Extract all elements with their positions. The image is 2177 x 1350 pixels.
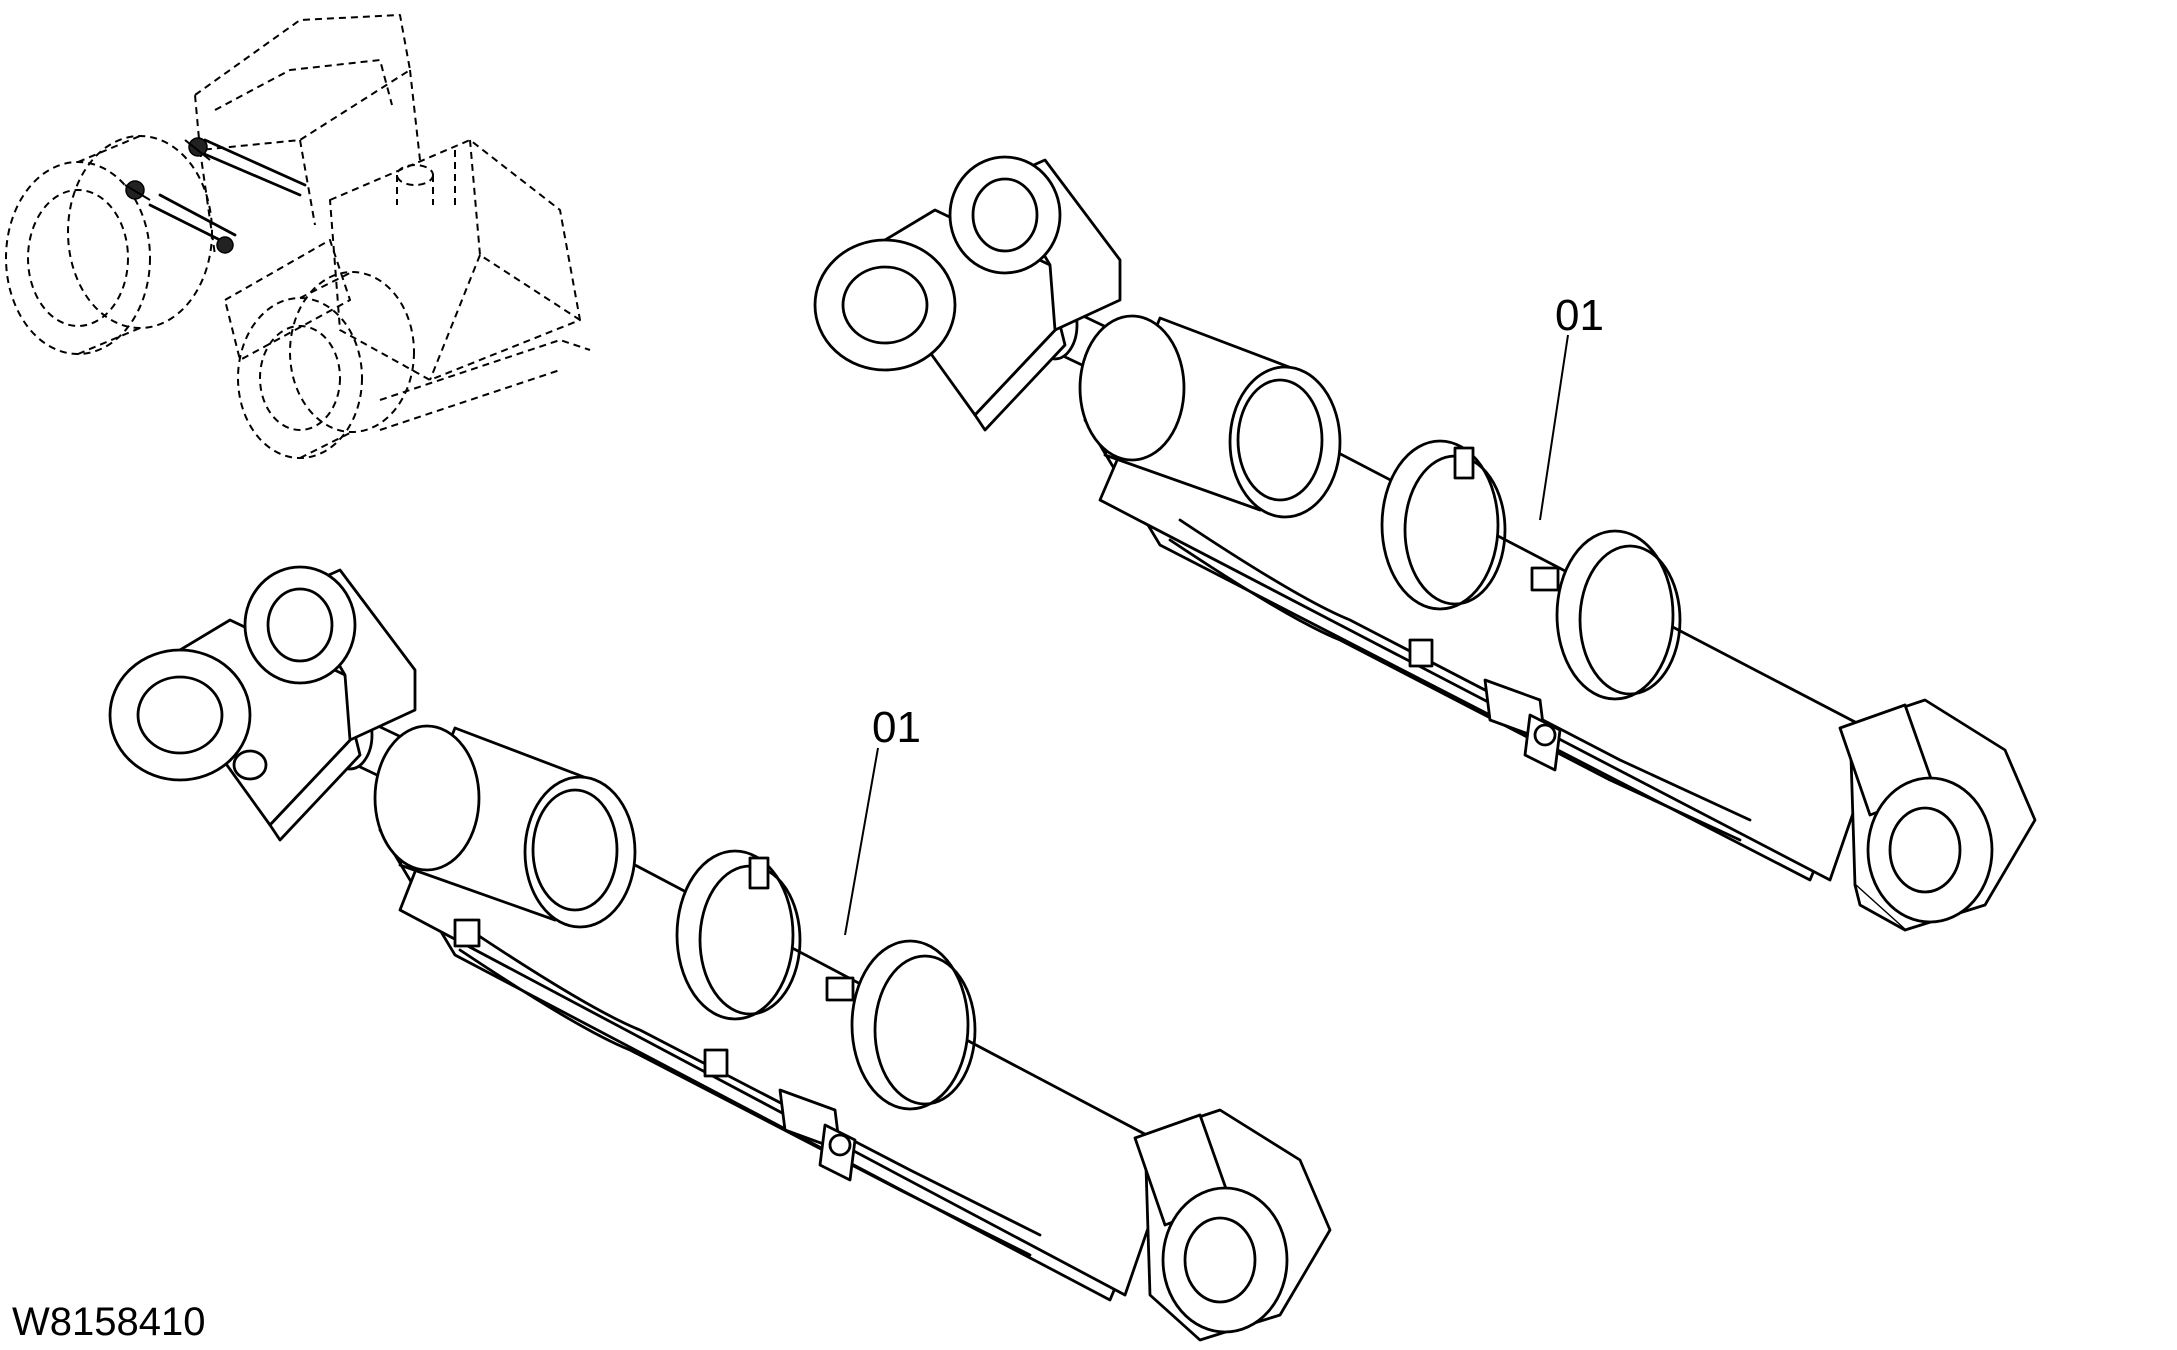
- locator-tractor-inset: [5, 14, 591, 459]
- hydraulic-cylinder-lower: [108, 565, 1332, 1342]
- callout-label-upper: 01: [1555, 291, 1604, 340]
- hydraulic-cylinder-upper: [813, 155, 2037, 932]
- figure-id: W8158410: [12, 1300, 205, 1344]
- callout-label-lower: 01: [872, 703, 921, 752]
- callout-lower: 01: [844, 703, 921, 936]
- locator-highlight-cylinders: [124, 137, 307, 254]
- callout-upper: 01: [1539, 291, 1604, 521]
